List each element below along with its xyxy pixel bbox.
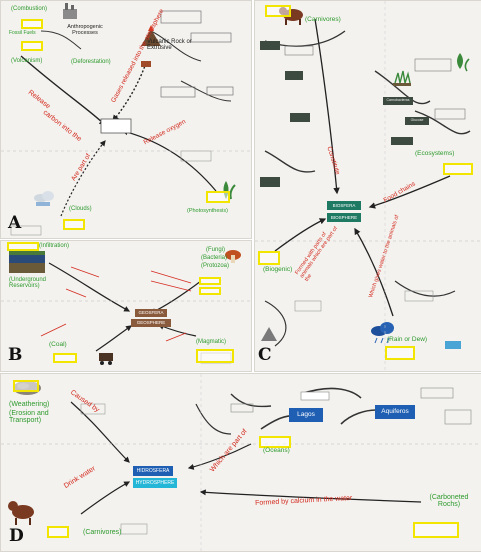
- label-ecosystems: (Ecosystems): [415, 150, 455, 157]
- label-deforestation: (Deforestation): [71, 59, 111, 65]
- arrow-drink-water: [80, 481, 131, 515]
- highlight-box: [199, 287, 221, 295]
- highlight-box: [206, 191, 230, 203]
- highlight-box: [63, 219, 85, 230]
- factory-icon: [63, 3, 77, 19]
- panel-d: (Weathering) (Erosion and Transport) Cau…: [0, 373, 481, 552]
- reservoir-icon: [9, 251, 45, 273]
- arrow-food-chains: [368, 175, 451, 209]
- label-anthropogenic: Anthropogenic Processes: [67, 24, 103, 36]
- node-hidrosfera: HIDROSFERA: [133, 466, 173, 476]
- panel-label-b: B: [8, 345, 23, 365]
- highlight-box: [53, 353, 77, 363]
- label-vulcanic-rock: Vulcanic Rock or Extrusive: [147, 39, 192, 52]
- highlight-box: [21, 19, 43, 29]
- label-magmatic: (Magmatic): [196, 339, 227, 345]
- highlight-box: [199, 277, 221, 285]
- coal-cart-icon: [99, 353, 113, 365]
- volcano-icon: [141, 25, 161, 46]
- highlight-box: [413, 522, 459, 538]
- panel-label-c: C: [258, 345, 272, 365]
- label-volcanism: (Volcanism): [11, 58, 43, 64]
- arrow-infiltration: [48, 262, 131, 312]
- tile-carnobacteras: Carnobacteras: [383, 97, 413, 105]
- tile: [290, 113, 310, 122]
- rain-cloud-icon: [371, 322, 394, 344]
- arrow-which-are-part: [187, 443, 252, 470]
- highlight-box: [259, 436, 291, 448]
- label-fossil-fuels: Fossil Fuels: [9, 30, 36, 36]
- arrow-rain: [354, 227, 394, 317]
- label-biogenic: (Biogenic): [263, 266, 293, 273]
- label-fungi: (Fungi): [206, 247, 226, 253]
- rock-icon: [141, 61, 151, 67]
- node-biosphere: BIOSPHERE: [327, 213, 361, 222]
- arrow-constitute: [314, 18, 340, 195]
- panel-label-a: A: [8, 213, 22, 233]
- label-protozoa: (Protozoa): [201, 263, 230, 269]
- label-infiltration: (Infiltration): [39, 243, 70, 249]
- wolf-icon: [8, 501, 34, 525]
- label-photosynthesis: (Photosynthesis): [187, 208, 228, 214]
- arrow-gases: [112, 62, 147, 123]
- highlight-box: [47, 526, 69, 538]
- arrow-oxygen: [121, 129, 217, 192]
- tile: [260, 177, 280, 187]
- highlight-box: [385, 346, 415, 360]
- grass-icon: [393, 70, 411, 86]
- label-underground: (Underground Reservoirs): [9, 277, 47, 290]
- node-aquiferos: Aquiferos: [375, 405, 415, 419]
- arrow-biogenic: [274, 218, 327, 252]
- node-geosfera: GEOSFERA: [135, 309, 167, 317]
- label-weathering: (Weathering): [9, 401, 50, 408]
- panel-d-artwork: [1, 374, 481, 551]
- tile: [285, 71, 303, 80]
- node-biosfera: BIOSFERA: [327, 201, 361, 210]
- rock-icon: [261, 327, 277, 341]
- highlight-box: [443, 163, 473, 175]
- arrow-formed-by-calcium: [199, 489, 422, 503]
- highlight-box: [196, 349, 234, 363]
- tile: [260, 41, 280, 50]
- highlight-box: [21, 41, 43, 51]
- node-hydrosphere: HYDROSPHERE: [133, 478, 177, 488]
- water-icon: [445, 341, 461, 349]
- atmosphere-box: [100, 118, 132, 134]
- node-geosphere: GEOSPHERE: [131, 319, 171, 327]
- label-oceans: (Oceans): [263, 447, 290, 454]
- panel-b: (Infiltration) (Underground Reservoirs) …: [0, 240, 252, 372]
- panel-c-artwork: [255, 1, 481, 371]
- label-carnivores: (Carnivores): [305, 16, 341, 23]
- mushroom-icon: [225, 250, 241, 263]
- label-erosion: (Erosion and Transport): [9, 410, 49, 425]
- label-combustion: (Combustion): [11, 6, 48, 12]
- label-coal: (Coal): [49, 341, 67, 348]
- highlight-box: [265, 5, 291, 17]
- arrow-release: [20, 55, 106, 126]
- label-bacteria: (Bacteria): [201, 255, 228, 261]
- panel-a: (Combustion) Fossil Fuels (Volcanism) An…: [0, 0, 252, 239]
- highlight-box: [13, 380, 39, 392]
- highlight-box: [258, 251, 280, 265]
- highlight-box: [7, 242, 39, 251]
- cloud-icon: [34, 191, 54, 206]
- label-rain-dew: (Rain or Dew): [387, 336, 428, 343]
- label-carboneted: (Carboneted Rochs): [429, 494, 469, 509]
- tile-glucose: Glucose: [405, 117, 429, 125]
- plant-icon: [457, 53, 470, 72]
- label-carnivores-d: (Carnivores): [83, 529, 122, 536]
- panel-c: Carnobacteras Glucose (Carnivores) Const…: [254, 0, 481, 372]
- node-lagos: Lagos: [289, 408, 323, 422]
- label-clouds: (Clouds): [69, 206, 92, 212]
- arrow-coal: [95, 325, 132, 352]
- arrow-caused-by: [70, 401, 130, 463]
- tile: [391, 137, 413, 145]
- panel-label-d: D: [9, 526, 24, 546]
- arrow-part: [60, 140, 106, 217]
